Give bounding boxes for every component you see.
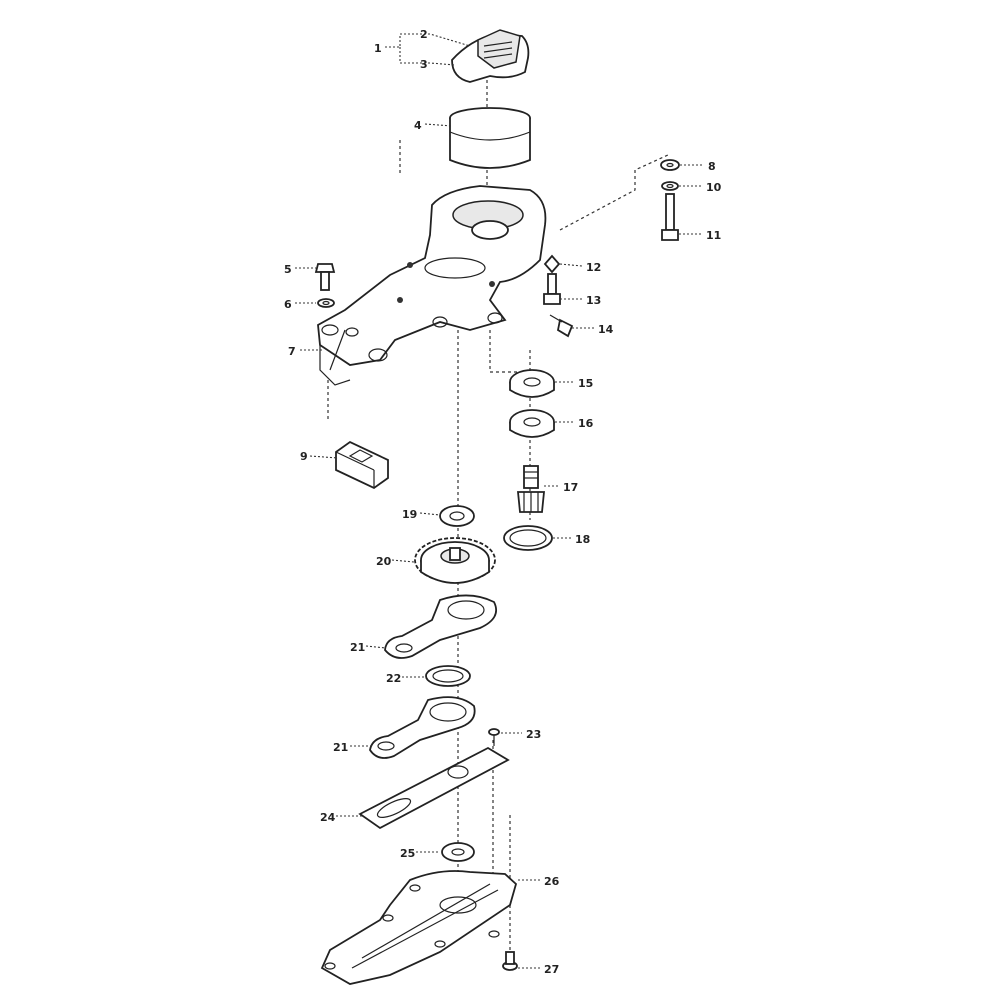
- part-plate: [358, 746, 510, 830]
- part-screw-bottom: [502, 951, 518, 971]
- callout-21-upper: 21: [350, 641, 365, 654]
- part-screw-left: [314, 263, 336, 308]
- part-conrod-lower: [369, 696, 476, 759]
- callout-17: 17: [563, 481, 578, 494]
- callout-15: 15: [578, 377, 593, 390]
- callout-2: 2: [420, 28, 428, 41]
- callout-18: 18: [575, 533, 590, 546]
- callout-23: 23: [526, 728, 541, 741]
- callout-20: 20: [376, 555, 392, 568]
- callout-21-lower: 21: [333, 741, 348, 754]
- callout-6: 6: [284, 298, 292, 311]
- callout-3: 3: [420, 58, 428, 71]
- leader-lines: [295, 33, 703, 969]
- part-screw-small: [549, 314, 574, 338]
- callout-13: 13: [586, 294, 601, 307]
- callout-10: 10: [706, 181, 722, 194]
- callout-14: 14: [598, 323, 614, 336]
- part-circlip: [503, 525, 553, 551]
- callout-1: 1: [374, 42, 382, 55]
- part-washer: [441, 842, 475, 862]
- part-housing: [317, 185, 547, 386]
- callout-11: 11: [706, 229, 721, 242]
- callout-12: 12: [586, 261, 601, 274]
- part-conrod-upper: [384, 594, 498, 659]
- callout-24: 24: [320, 811, 336, 824]
- part-block: [335, 440, 389, 490]
- part-ring: [425, 665, 471, 687]
- part-bearing-lower: [509, 409, 555, 438]
- part-screw-mid: [543, 254, 561, 305]
- part-bolt-right: [660, 159, 680, 241]
- assembly-axis-bolt: [559, 154, 669, 231]
- callout-4: 4: [414, 119, 422, 132]
- part-gear: [414, 537, 496, 584]
- callout-5: 5: [284, 263, 292, 276]
- part-nut: [439, 505, 475, 527]
- callout-25: 25: [400, 847, 415, 860]
- part-pin: [488, 728, 500, 746]
- part-cup: [449, 107, 531, 169]
- part-pinion: [517, 465, 545, 513]
- callout-7: 7: [288, 345, 296, 358]
- callout-16: 16: [578, 417, 594, 430]
- callout-22: 22: [386, 672, 401, 685]
- assembly-axis-bearing: [489, 330, 520, 373]
- callout-27: 27: [544, 963, 559, 976]
- part-bearing-upper: [509, 369, 555, 398]
- callout-8: 8: [708, 160, 716, 173]
- callout-9: 9: [300, 450, 308, 463]
- callout-19: 19: [402, 508, 417, 521]
- part-lower-cover: [320, 870, 518, 985]
- part-cap: [451, 29, 530, 83]
- callout-26: 26: [544, 875, 560, 888]
